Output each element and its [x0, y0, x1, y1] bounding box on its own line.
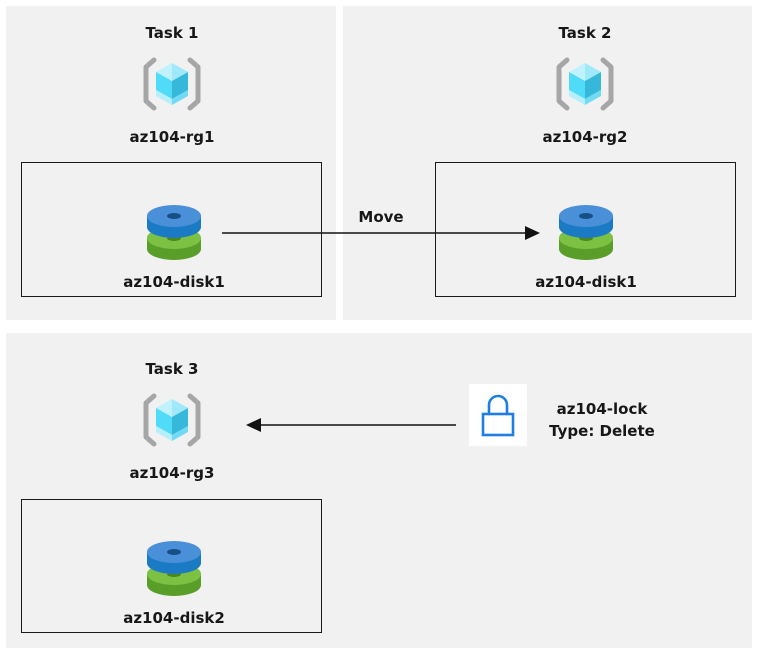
- move-arrow: [222, 226, 540, 240]
- resource-label: az104-disk1: [535, 273, 637, 291]
- move-arrow-label: Move: [358, 208, 404, 226]
- task1-title: Task 1: [145, 24, 199, 42]
- lock-arrow: [246, 418, 456, 432]
- resource-group-icon: [553, 54, 617, 114]
- task2-resource-box: az104-disk1: [435, 162, 736, 297]
- lock-icon: [481, 394, 515, 437]
- lock-name: az104-lock: [556, 400, 648, 418]
- lock-caption: az104-lock Type: Delete: [549, 398, 655, 442]
- task3-title: Task 3: [145, 360, 199, 378]
- task2-panel: Task 2 az104-rg2 az1: [343, 6, 752, 320]
- task1-resource-box: az104-disk1: [21, 162, 322, 297]
- lock-type: Type: Delete: [549, 422, 655, 440]
- task3-panel: Task 3 az104-rg3 az1: [6, 333, 752, 648]
- resource-label: az104-disk1: [123, 273, 225, 291]
- task2-title: Task 2: [558, 24, 612, 42]
- managed-disk-icon: [550, 202, 622, 264]
- resource-group-icon: [140, 390, 204, 450]
- managed-disk-icon: [138, 538, 210, 600]
- resource-label: az104-disk2: [123, 609, 225, 627]
- resource-group-label: az104-rg2: [542, 128, 628, 146]
- managed-disk-icon: [138, 202, 210, 264]
- task3-resource-box: az104-disk2: [21, 499, 322, 633]
- resource-group-label: az104-rg1: [129, 128, 215, 146]
- resource-group-label: az104-rg3: [129, 464, 215, 482]
- resource-group-icon: [140, 54, 204, 114]
- lock-icon-tile: [469, 384, 527, 446]
- task1-panel: Task 1 az104-rg1: [6, 6, 336, 320]
